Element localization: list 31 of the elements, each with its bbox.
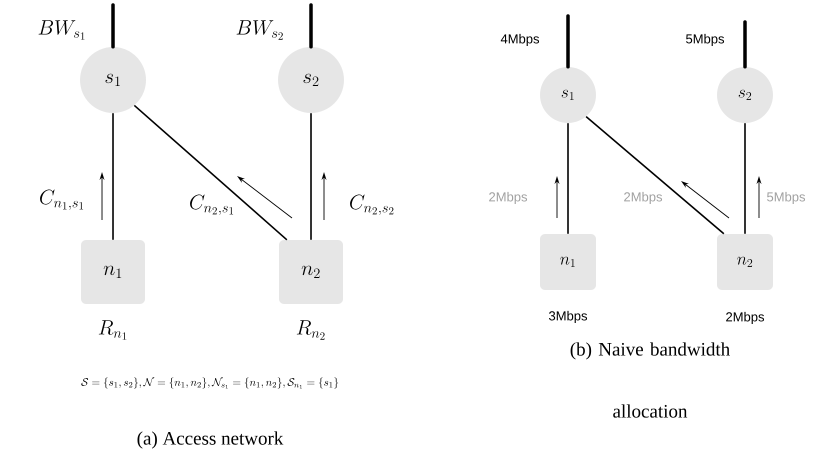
link-line [567,123,569,234]
node-box: $n_1$ [540,234,596,290]
edge-label: 5Mbps [767,192,806,204]
set-definition: $\mathcal{S}=\{s_1,s_2\},\mathcal{N}=\{n_1,n_2\},\mathcal{N}_{s_1}=\{n_1,n_2\},\mathcal{S}_{n_1}=\{s_1\}$ [81,377,338,388]
node-box: $n_2$ [279,240,343,304]
bandwidth-bar [566,14,570,69]
edge-label: $C_{n_2,s_1}$ [190,194,234,215]
edge-label: 5Mbps [686,34,724,46]
edge-label: $BW_{s_1}$ [38,20,84,40]
subfigure-caption: (b) Naive bandwidth allocation [570,342,730,418]
edge-label: $C_{n_2,s_2}$ [350,194,394,215]
node-box: $n_1$ [81,240,145,304]
rate-label: $R_{n_1}$ [98,320,126,340]
link-line [112,113,114,240]
bandwidth-bar [111,3,115,49]
link-line [134,104,288,240]
edge-label: $BW_{s_2}$ [236,20,283,40]
edge-label: 2Mbps [624,192,662,204]
subfigure-caption: (a) Access network [138,431,284,449]
rate-label: 2Mbps [726,312,764,324]
edge-label: $C_{n_1,s_1}$ [40,190,84,210]
link-line [586,116,724,234]
edge-label: 4Mbps [500,34,540,46]
rate-label: 3Mbps [549,310,588,324]
rate-label: $R_{n_2}$ [296,320,325,340]
link-line [310,113,312,240]
node-box: $n_2$ [717,234,773,290]
edge-label: 2Mbps [489,192,528,204]
bandwidth-bar [743,20,747,69]
bandwidth-bar [309,3,313,49]
link-line [744,123,746,234]
